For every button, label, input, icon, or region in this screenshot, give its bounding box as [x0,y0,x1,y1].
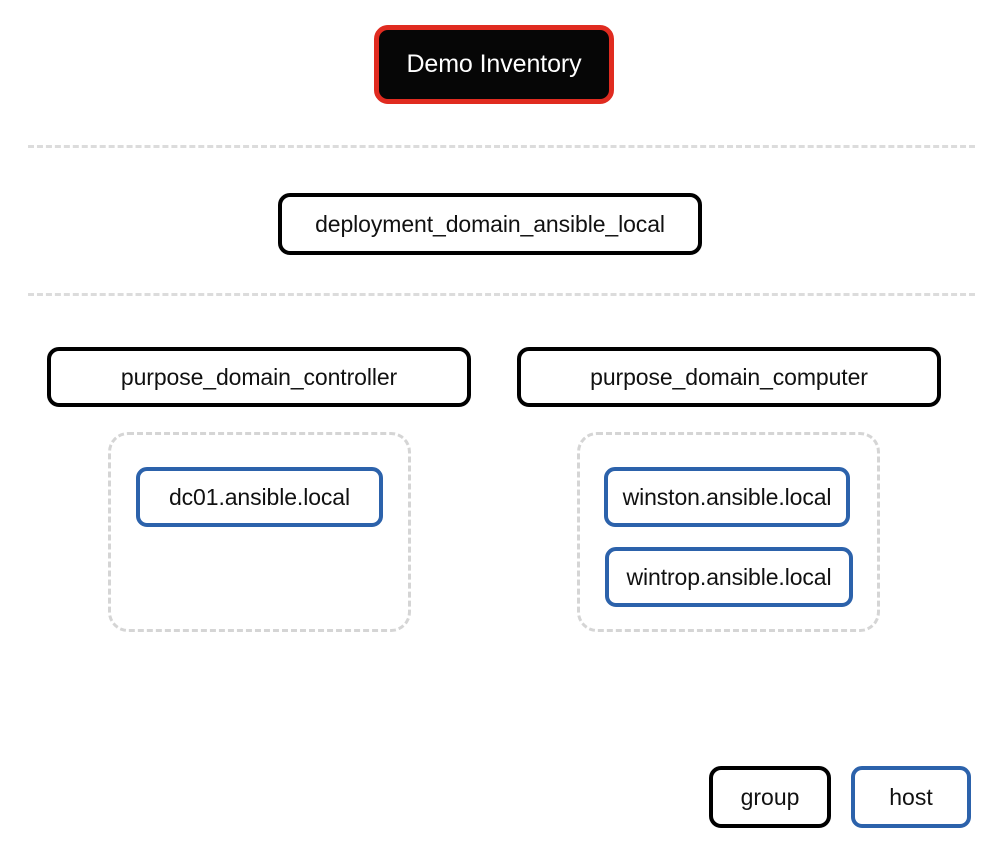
inventory-root-node[interactable]: Demo Inventory [374,25,614,104]
host-node-winston[interactable]: winston.ansible.local [604,467,850,527]
group-node-purpose-domain-computer[interactable]: purpose_domain_computer [517,347,941,407]
group-node-label: purpose_domain_controller [120,363,398,390]
group-node-label: purpose_domain_computer [590,363,868,390]
inventory-root-label: Demo Inventory [406,50,582,78]
group-node-label: deployment_domain_ansible_local [315,210,665,237]
host-node-label: winston.ansible.local [622,483,832,510]
group-node-purpose-domain-controller[interactable]: purpose_domain_controller [47,347,471,407]
separator-middle [28,293,975,296]
legend-item-group-label: group [740,783,800,810]
host-node-wintrop[interactable]: wintrop.ansible.local [605,547,853,607]
host-node-label: wintrop.ansible.local [626,563,832,590]
group-node-deployment-domain-ansible-local[interactable]: deployment_domain_ansible_local [278,193,702,255]
separator-top [28,145,975,148]
host-node-label: dc01.ansible.local [168,483,351,510]
legend-item-host: host [851,766,971,828]
host-node-dc01[interactable]: dc01.ansible.local [136,467,383,527]
legend-item-group: group [709,766,831,828]
host-cluster-purpose-domain-controller [108,432,411,632]
legend-item-host-label: host [889,783,933,810]
host-cluster-purpose-domain-computer [577,432,880,632]
